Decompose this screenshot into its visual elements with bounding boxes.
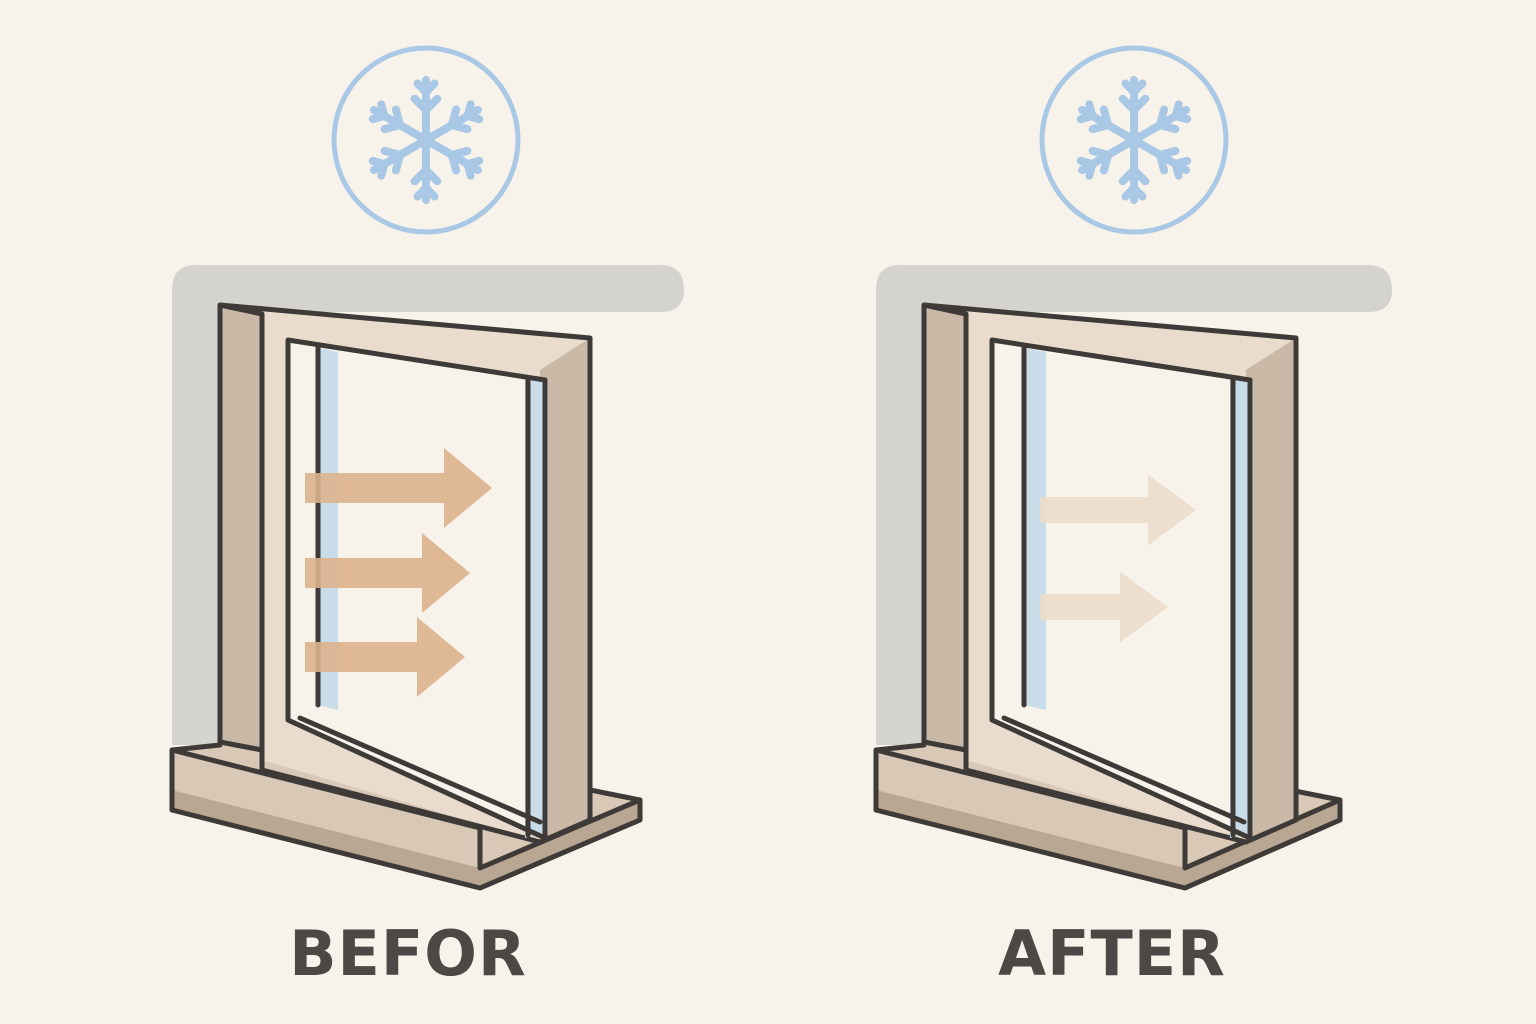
heat-arrows: [1040, 474, 1196, 643]
panel-before: BEFOR: [169, 45, 684, 990]
snowflake-branch: [368, 156, 389, 168]
panel-label: BEFOR: [289, 917, 526, 990]
snowflake-branch: [391, 105, 404, 129]
snowflake-branch: [448, 121, 472, 134]
snowflake-icon: [1039, 45, 1229, 235]
snowflake-branch: [448, 151, 461, 175]
snowflake-branch: [1088, 146, 1112, 159]
snowflake-branch: [422, 94, 442, 114]
snowflake-branch: [1156, 151, 1169, 175]
snowflake-branch: [422, 79, 439, 96]
snowflake-branch: [1076, 156, 1097, 168]
heat-arrow: [1040, 474, 1196, 546]
snowflake-branch: [380, 146, 404, 159]
snowflake-branch: [413, 184, 430, 201]
snowflake-branch: [1171, 112, 1192, 124]
snowflake-branch: [1085, 100, 1097, 120]
heat-arrow: [1040, 571, 1168, 643]
glass-pane: [285, 337, 548, 841]
snowflake-branch: [463, 112, 484, 124]
snowflake-branch: [1118, 166, 1138, 186]
snowflake-branch: [1171, 160, 1183, 180]
heat-arrow: [305, 448, 492, 528]
snowflake-branch: [1130, 94, 1150, 114]
snowflake-branch: [463, 160, 475, 180]
heat-arrow: [305, 617, 465, 697]
heat-arrow: [305, 533, 470, 613]
snowflake-branch: [377, 100, 389, 120]
snowflake-branch: [410, 166, 430, 186]
snowflake-icon: [331, 45, 521, 235]
heat-arrows: [305, 448, 492, 697]
snowflake-branch: [1130, 79, 1147, 96]
snowflake-branch: [1121, 184, 1138, 201]
snowflake-branch: [1156, 121, 1180, 134]
panel-after: AFTER: [873, 45, 1392, 990]
panel-label: AFTER: [998, 917, 1226, 990]
snowflake-branch: [1099, 105, 1112, 129]
